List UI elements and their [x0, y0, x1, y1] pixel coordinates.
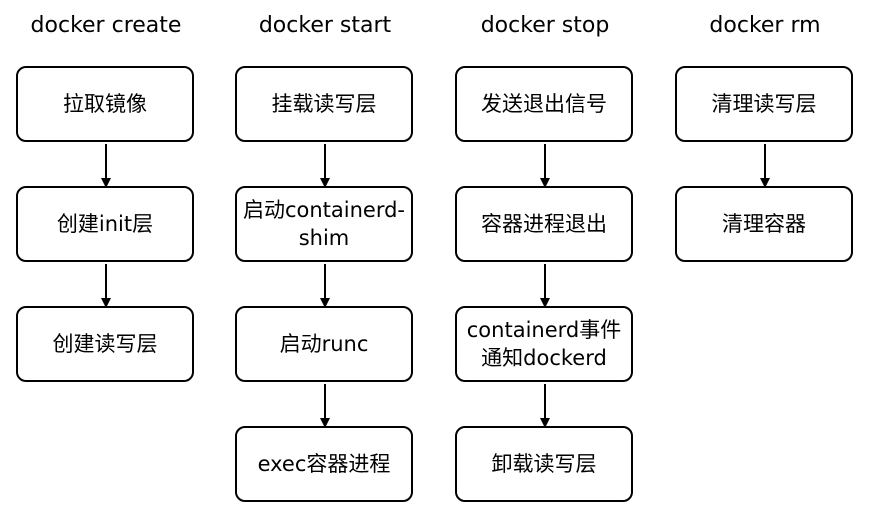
step-clean-container: 清理容器: [675, 186, 853, 262]
step-mount-rw-layer: 挂载读写层: [235, 66, 413, 142]
step-send-exit-signal: 发送退出信号: [455, 66, 633, 142]
step-create-init-layer: 创建init层: [16, 186, 194, 262]
step-container-process-exit: 容器进程退出: [455, 186, 633, 262]
step-clean-rw-layer: 清理读写层: [675, 66, 853, 142]
column-title-docker-create: docker create: [30, 13, 182, 38]
step-start-runc: 启动runc: [235, 306, 413, 382]
step-start-containerd-shim: 启动containerd- shim: [235, 186, 413, 262]
step-exec-container-process: exec容器进程: [235, 426, 413, 502]
column-title-docker-stop: docker stop: [480, 13, 610, 38]
step-pull-image: 拉取镜像: [16, 66, 194, 142]
step-create-rw-layer: 创建读写层: [16, 306, 194, 382]
column-title-docker-rm: docker rm: [709, 13, 821, 38]
step-containerd-notify-dockerd: containerd事件 通知dockerd: [455, 306, 633, 382]
column-title-docker-start: docker start: [258, 13, 392, 38]
step-unmount-rw-layer: 卸载读写层: [455, 426, 633, 502]
